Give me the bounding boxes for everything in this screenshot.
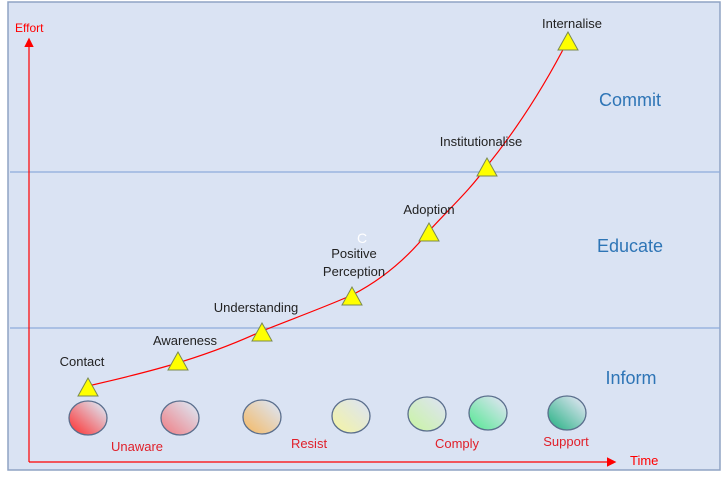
- zone-label-inform: Inform: [605, 368, 656, 388]
- stage-circle: [407, 396, 447, 432]
- effort-curve: [87, 39, 569, 387]
- milestone-triangle-icon: [167, 350, 189, 371]
- stage-label-support: Support: [543, 434, 589, 449]
- milestone-label: Understanding: [214, 300, 299, 315]
- milestone-triangle-icon: [418, 221, 440, 242]
- milestone-triangle-icon: [341, 285, 363, 306]
- stage-circle: [547, 395, 587, 431]
- milestone-label: Contact: [60, 354, 105, 369]
- milestone-label: Institutionalise: [440, 134, 522, 149]
- milestone-label: Adoption: [403, 202, 454, 217]
- stage-circle: [68, 400, 108, 436]
- stray-mark: C: [357, 230, 367, 246]
- stage-circle: [160, 400, 200, 436]
- stage-label-resist: Resist: [291, 436, 328, 451]
- milestone-label: Perception: [323, 264, 385, 279]
- milestone-triangle-icon: [476, 156, 498, 177]
- x-axis-label: Time: [630, 453, 658, 468]
- stage-label-unaware: Unaware: [111, 439, 163, 454]
- milestone-triangle-icon: [251, 321, 273, 342]
- zone-label-commit: Commit: [599, 90, 661, 110]
- stage-circle: [242, 399, 282, 435]
- stage-circle: [468, 395, 508, 431]
- y-axis-label: Effort: [15, 21, 44, 35]
- zone-label-educate: Educate: [597, 236, 663, 256]
- milestone-label: Awareness: [153, 333, 218, 348]
- milestone-label: Positive: [331, 246, 377, 261]
- stage-circle: [331, 398, 371, 434]
- milestone-triangle-icon: [77, 376, 99, 397]
- stage-label-comply: Comply: [435, 436, 480, 451]
- diagram-background: [7, 1, 721, 471]
- milestone-label: Internalise: [542, 16, 602, 31]
- milestone-triangle-icon: [557, 30, 579, 51]
